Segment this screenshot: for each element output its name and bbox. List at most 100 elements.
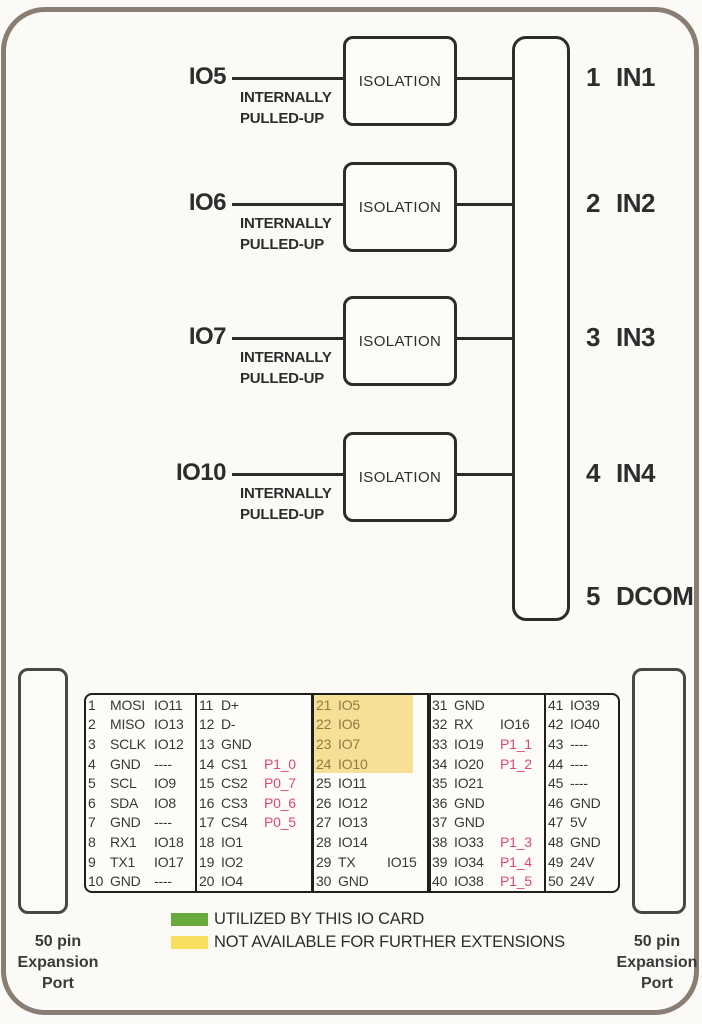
pin-number: 1	[88, 696, 96, 713]
pin-alias: IO18	[154, 833, 184, 850]
pin-number: 36	[432, 794, 448, 811]
pin-alias: IO12	[154, 735, 184, 752]
pin-name: RX1	[110, 833, 137, 850]
pin-name: 5V	[570, 814, 587, 831]
pin-name: 24V	[570, 873, 595, 890]
pin-number: 24	[316, 755, 332, 772]
pin-alias: P1_4	[500, 853, 532, 870]
pin-row-12: 12 D-	[199, 715, 310, 735]
pin-row-44: 44----	[548, 754, 616, 774]
pin-name: IO2	[221, 853, 243, 870]
pin-number: 32	[432, 716, 448, 733]
pin-row-11: 11 D+	[199, 695, 310, 715]
legend-row-1: NOT AVAILABLE FOR FURTHER EXTENSIONS	[171, 933, 565, 952]
pin-number: 11	[199, 696, 214, 713]
pin-alias: P1_5	[500, 873, 532, 890]
pullup-note-line: INTERNALLY	[240, 215, 332, 232]
terminal-name: IN1	[616, 62, 655, 92]
terminal-bus-bar	[512, 36, 570, 621]
pin-name: IO38	[454, 873, 484, 890]
pin-name: IO14	[338, 833, 368, 850]
pin-name: GND	[110, 873, 141, 890]
pin-number: 41	[548, 696, 564, 713]
input-label-io6: IO6	[188, 189, 227, 216]
pin-number: 43	[548, 735, 564, 752]
pin-alias: IO13	[154, 716, 184, 733]
legend-swatch	[171, 913, 208, 926]
port-label-line: Expansion	[616, 954, 698, 971]
pin-number: 44	[548, 755, 564, 772]
wire-output	[457, 337, 512, 340]
table-divider	[195, 695, 197, 891]
isolation-block: ISOLATION	[343, 432, 457, 522]
pin-row-37: 37 GND	[432, 813, 543, 833]
wire-input	[232, 337, 343, 340]
terminal-name: IN3	[616, 322, 655, 352]
input-label-io7: IO7	[188, 323, 227, 350]
pin-number: 37	[432, 814, 448, 831]
pin-number: 35	[432, 775, 448, 792]
legend-label: UTILIZED BY THIS IO CARD	[214, 910, 425, 928]
pin-alias: P1_3	[500, 833, 532, 850]
pin-name: IO34	[454, 853, 484, 870]
input-label-io5: IO5	[188, 63, 227, 90]
terminal-number: 2	[586, 188, 600, 218]
pullup-note-line: INTERNALLY	[240, 485, 332, 502]
pin-number: 50	[548, 873, 564, 890]
outer-frame	[1, 7, 699, 1015]
terminal-number: 5	[586, 581, 600, 611]
pin-name: D-	[221, 716, 236, 733]
pin-alias: P1_1	[500, 735, 532, 752]
pin-name: CS1	[221, 755, 248, 772]
pin-number: 45	[548, 775, 564, 792]
pin-name: TX	[338, 853, 356, 870]
pin-number: 30	[316, 873, 332, 890]
pin-number: 2	[88, 716, 96, 733]
pin-name: GND	[454, 814, 485, 831]
pin-name: CS3	[221, 794, 248, 811]
pin-name: IO13	[338, 814, 368, 831]
pin-number: 15	[199, 775, 215, 792]
pin-number: 20	[199, 873, 215, 890]
pin-name: CS2	[221, 775, 248, 792]
pin-name: D+	[221, 696, 239, 713]
pin-number: 9	[88, 853, 96, 870]
wire-input	[232, 473, 343, 476]
pin-number: 38	[432, 833, 448, 850]
pin-name: RX	[454, 716, 474, 733]
wire-input	[232, 77, 343, 80]
isolation-block: ISOLATION	[343, 296, 457, 386]
pullup-note-line: PULLED-UP	[240, 110, 325, 127]
terminal-number: 1	[586, 62, 600, 92]
port-label-line: Port	[641, 975, 673, 992]
port-label-line: 50 pin	[633, 933, 681, 950]
pin-number: 39	[432, 853, 448, 870]
pin-name: GND	[454, 794, 485, 811]
port-label-line: Expansion	[17, 954, 99, 971]
pin-number: 25	[316, 775, 332, 792]
terminal-in1: 1 IN1	[586, 62, 655, 92]
pin-number: 34	[432, 755, 448, 772]
pin-number: 48	[548, 833, 564, 850]
pin-row-36: 36 GND	[432, 793, 543, 813]
pin-number: 12	[199, 716, 215, 733]
